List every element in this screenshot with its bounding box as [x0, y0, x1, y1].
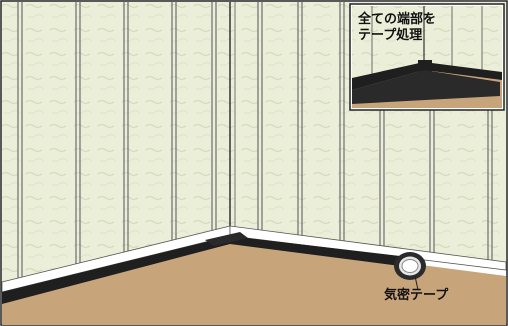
left-wall — [2, 2, 230, 290]
inset-detail — [349, 3, 505, 111]
corner-tape-patch — [205, 232, 248, 246]
tape-callout-leader — [414, 275, 419, 291]
back-wall-studs — [257, 2, 493, 264]
back-airtight-tape — [230, 236, 400, 266]
inset-caption-line1: 全ての端部を — [358, 12, 437, 27]
inset-caption-line2: テープ処理 — [358, 28, 423, 43]
inset-caption: 全ての端部を テープ処理 — [358, 12, 436, 44]
tape-roll — [394, 252, 426, 280]
back-baseboard — [229, 225, 507, 271]
tape-callout-label: 気密テープ — [384, 288, 449, 303]
left-airtight-tape — [2, 236, 230, 304]
left-wall-studs — [17, 2, 217, 284]
